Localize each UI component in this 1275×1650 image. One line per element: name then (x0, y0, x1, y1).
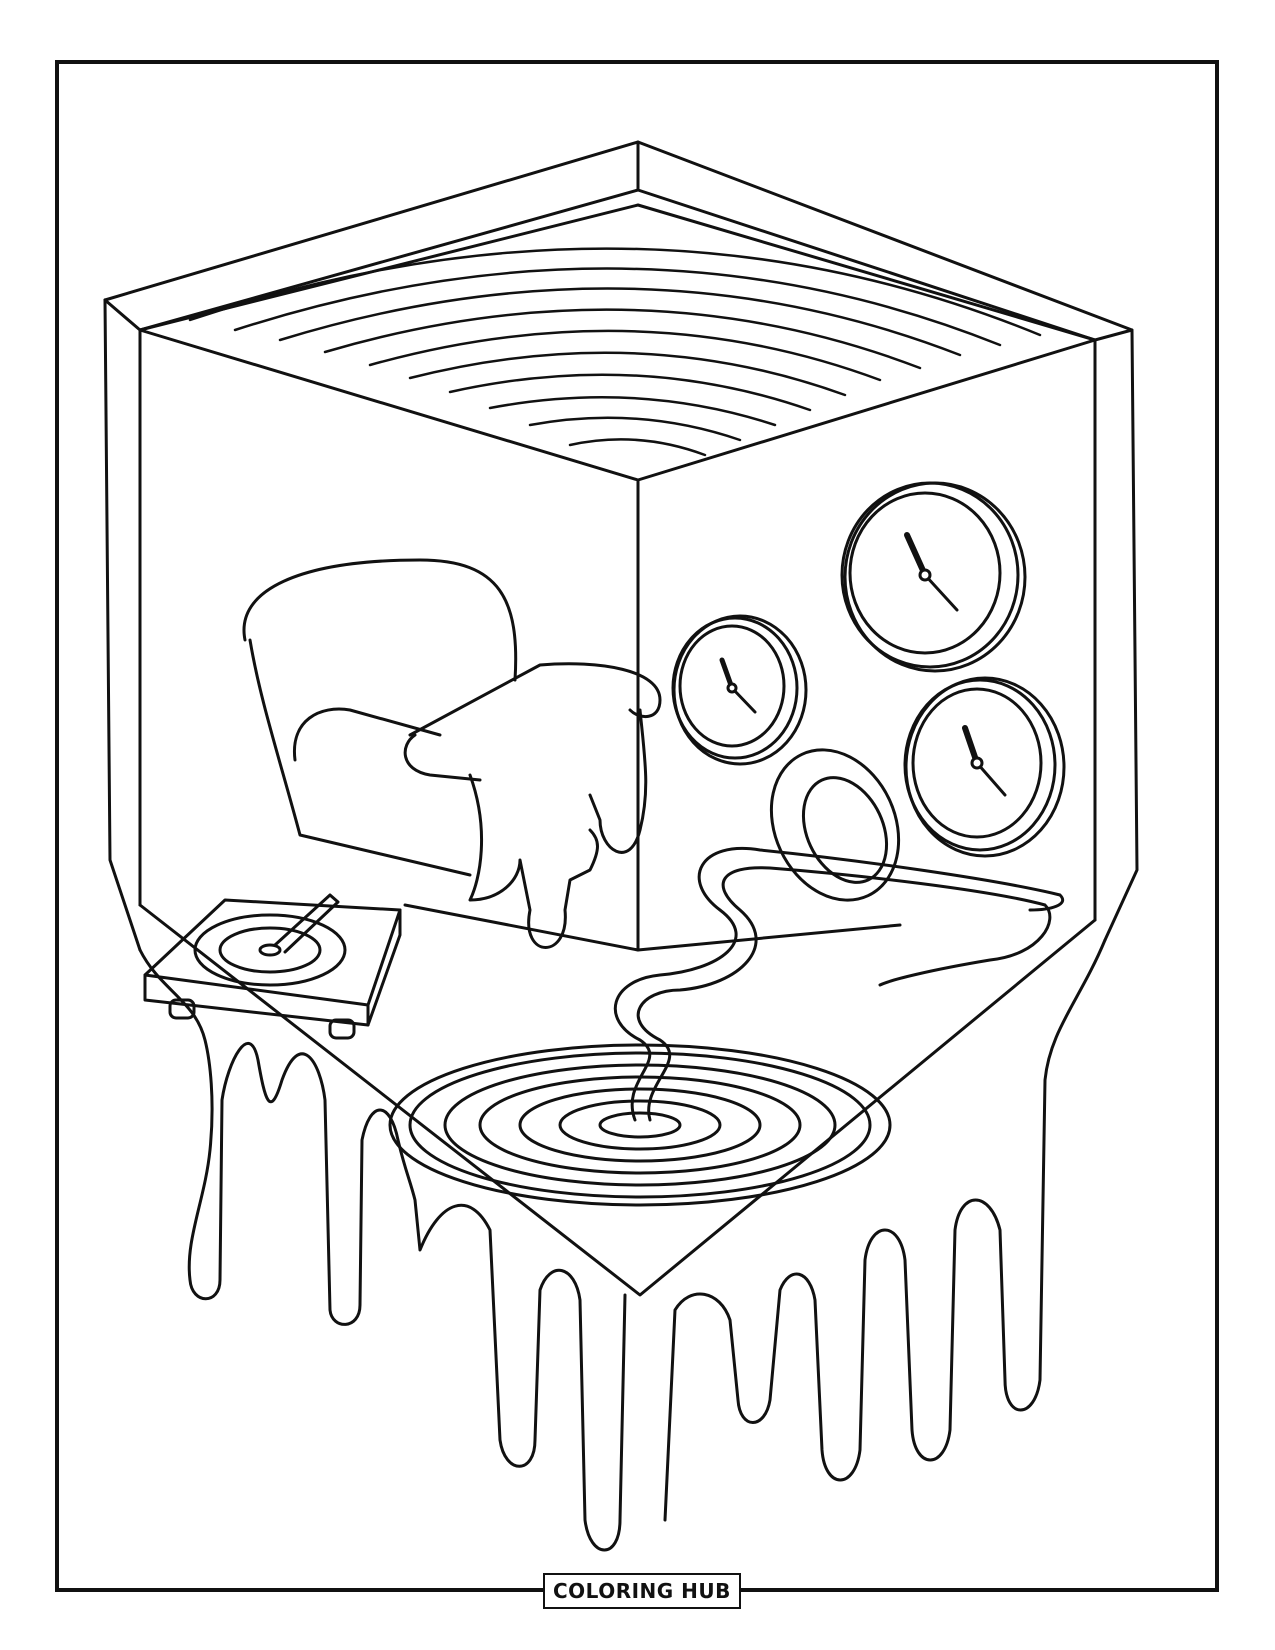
room-shell (105, 142, 1137, 1295)
floor-drips (140, 940, 1105, 1550)
clock-medium (905, 678, 1064, 856)
brand-logo: COLORING HUB (543, 1573, 741, 1609)
spiral-rug (390, 1045, 890, 1205)
clock-small (673, 616, 806, 764)
record-player (145, 895, 400, 1038)
floating-ring (748, 729, 923, 921)
ribbon (615, 848, 1062, 1120)
clock-large (842, 483, 1025, 671)
ceiling-arcs (190, 249, 1040, 455)
armchair (244, 560, 660, 948)
